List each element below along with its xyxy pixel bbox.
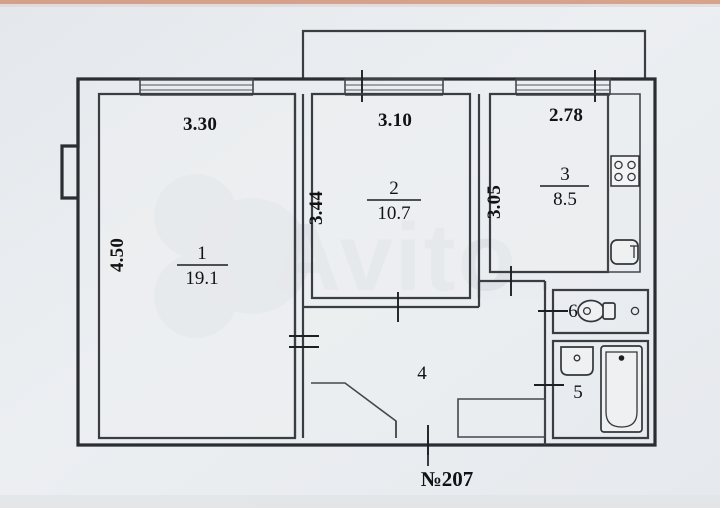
apartment-number: №207 <box>421 467 474 491</box>
room-5-bathroom <box>551 339 650 440</box>
sheet-top-edge <box>0 0 720 4</box>
room-3-outline <box>488 92 641 274</box>
room-4-number: 4 <box>417 363 427 384</box>
room-6-number: 6 <box>568 301 578 322</box>
bathtub-icon <box>600 345 643 433</box>
dimension-labels: 3.30 4.50 3.10 3.44 2.78 3.05 <box>107 105 583 272</box>
sheet-top-edge-2 <box>0 4 720 7</box>
room-5-number: 5 <box>573 382 583 403</box>
sheet-bottom-edge <box>0 495 720 508</box>
dim-room3-height: 3.05 <box>484 185 505 219</box>
stove-icon <box>610 155 640 187</box>
room-2-outline <box>310 92 472 300</box>
room-6-wc <box>551 288 650 335</box>
kitchen-fixtures <box>610 155 640 265</box>
room-labels: 1 19.1 2 10.7 3 8.5 4 5 6 <box>177 164 589 403</box>
room-3-number: 3 <box>560 164 570 185</box>
room-3-area: 8.5 <box>553 189 577 210</box>
apartment-number-group: №207 <box>421 440 474 491</box>
dim-room2-width: 3.10 <box>378 110 412 131</box>
dim-room3-width: 2.78 <box>549 105 583 126</box>
toilet-icon <box>577 299 640 323</box>
dim-room1-width: 3.30 <box>183 114 217 135</box>
dim-room2-height: 3.44 <box>306 191 327 225</box>
kitchen-sink-icon <box>610 239 639 265</box>
room-2-number: 2 <box>389 178 399 199</box>
room-label-3: 3 8.5 <box>540 164 589 210</box>
room-fills <box>99 94 608 440</box>
room-2-area: 10.7 <box>377 203 410 224</box>
dim-room1-height: 4.50 <box>107 238 128 272</box>
internal-walls <box>293 94 547 445</box>
room-label-2: 2 10.7 <box>367 178 421 224</box>
room-1-area: 19.1 <box>185 268 218 289</box>
room-1-number: 1 <box>197 243 207 264</box>
room-4-hallway-closets <box>311 382 546 438</box>
bathroom-sink-icon <box>560 346 594 376</box>
room-label-1: 1 19.1 <box>177 243 228 289</box>
